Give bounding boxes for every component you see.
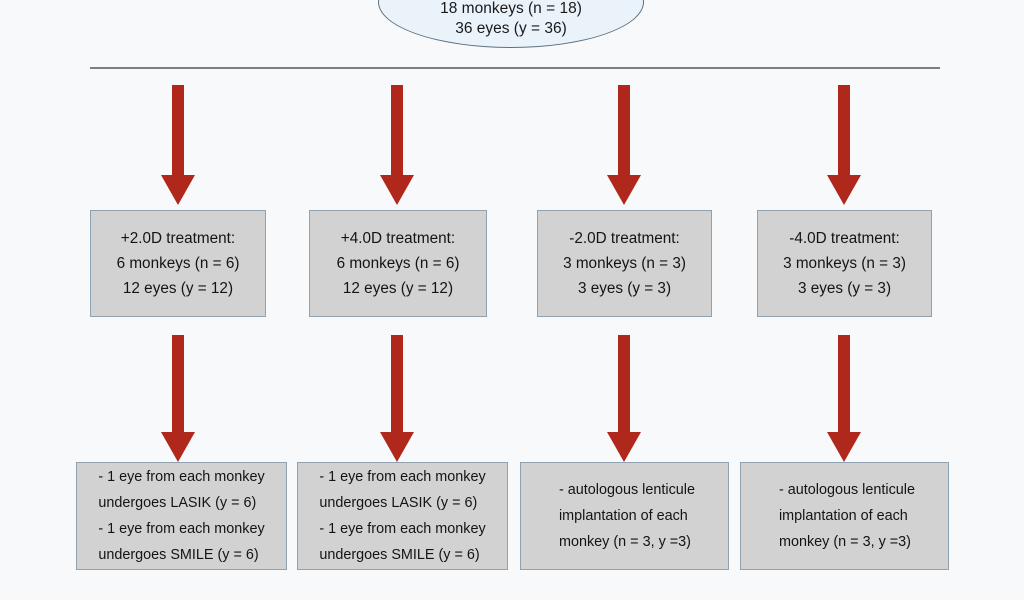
arrow-head	[161, 432, 195, 462]
arrow-down-to-group-2	[380, 85, 414, 205]
arrow-down-to-group-1	[161, 85, 195, 205]
arrow-down-to-procedure-4	[827, 335, 861, 462]
arrow-shaft	[838, 335, 850, 432]
procedure-label: - 1 eye from each monkey undergoes LASIK…	[319, 469, 486, 563]
arrow-head	[827, 175, 861, 205]
arrow-down-to-group-4	[827, 85, 861, 205]
procedure-box-lenticule-minus-4d[interactable]: - autologous lenticule implantation of e…	[740, 462, 949, 570]
arrow-shaft	[618, 85, 630, 175]
procedure-label: - 1 eye from each monkey undergoes LASIK…	[98, 469, 265, 563]
arrow-head	[380, 432, 414, 462]
arrow-shaft	[391, 85, 403, 175]
arrow-head	[161, 175, 195, 205]
arrow-shaft	[172, 85, 184, 175]
arrow-shaft	[618, 335, 630, 432]
treatment-group-label: +4.0D treatment: 6 monkeys (n = 6) 12 ey…	[336, 230, 460, 297]
procedure-label: - autologous lenticule implantation of e…	[778, 482, 915, 550]
treatment-group-label: +2.0D treatment: 6 monkeys (n = 6) 12 ey…	[116, 230, 240, 297]
arrow-head	[380, 175, 414, 205]
arrow-down-to-procedure-3	[607, 335, 641, 462]
horizontal-connector-line	[90, 67, 940, 70]
root-node-ellipse: 18 monkeys (n = 18) 36 eyes (y = 36)	[378, 0, 644, 48]
arrow-down-to-group-3	[607, 85, 641, 205]
procedure-label: - autologous lenticule implantation of e…	[558, 482, 695, 550]
arrow-shaft	[838, 85, 850, 175]
arrow-head	[607, 432, 641, 462]
procedure-box-lasik-smile-plus-2d[interactable]: - 1 eye from each monkey undergoes LASIK…	[76, 462, 287, 570]
procedure-box-lasik-smile-plus-4d[interactable]: - 1 eye from each monkey undergoes LASIK…	[297, 462, 508, 570]
arrow-shaft	[391, 335, 403, 432]
treatment-group-label: -2.0D treatment: 3 monkeys (n = 3) 3 eye…	[563, 230, 686, 297]
procedure-box-lenticule-minus-2d[interactable]: - autologous lenticule implantation of e…	[520, 462, 729, 570]
arrow-head	[607, 175, 641, 205]
arrow-head	[827, 432, 861, 462]
arrow-shaft	[172, 335, 184, 432]
arrow-down-to-procedure-2	[380, 335, 414, 462]
root-node-label: 18 monkeys (n = 18) 36 eyes (y = 36)	[440, 0, 582, 37]
treatment-group-box-plus-2d[interactable]: +2.0D treatment: 6 monkeys (n = 6) 12 ey…	[90, 210, 266, 317]
treatment-group-box-minus-4d[interactable]: -4.0D treatment: 3 monkeys (n = 3) 3 eye…	[757, 210, 932, 317]
treatment-group-box-minus-2d[interactable]: -2.0D treatment: 3 monkeys (n = 3) 3 eye…	[537, 210, 712, 317]
treatment-group-box-plus-4d[interactable]: +4.0D treatment: 6 monkeys (n = 6) 12 ey…	[309, 210, 487, 317]
arrow-down-to-procedure-1	[161, 335, 195, 462]
treatment-group-label: -4.0D treatment: 3 monkeys (n = 3) 3 eye…	[783, 230, 906, 297]
